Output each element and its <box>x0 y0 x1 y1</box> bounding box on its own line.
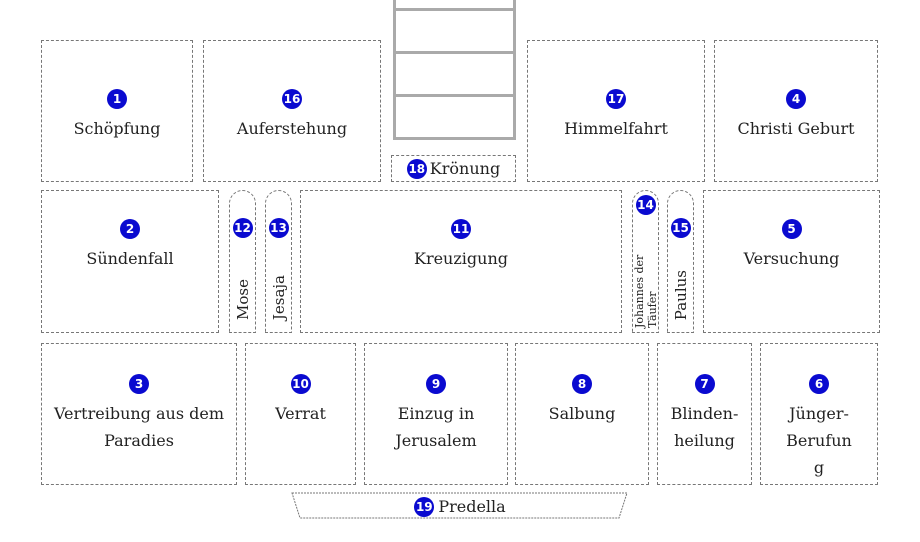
badge: 12 <box>232 218 253 238</box>
badge: 4 <box>786 89 806 109</box>
panel-label: Christi Geburt <box>737 119 855 138</box>
panel-label: Paulus <box>671 269 690 320</box>
panel-label: Versuchung <box>743 249 840 268</box>
panel-label: Blinden-heilung <box>670 404 739 450</box>
panel-label: Sündenfall <box>86 249 174 268</box>
badge: 15 <box>670 218 691 238</box>
badge: 17 <box>606 89 626 109</box>
badge: 13 <box>268 218 289 238</box>
panel-label: Vertreibung aus dem Paradies <box>53 404 225 450</box>
panel-label: Himmelfahrt <box>564 119 668 138</box>
panel-label: Salbung <box>548 404 616 423</box>
panel-label: Auferstehung <box>236 119 348 138</box>
panel-label: Kreuzigung <box>413 249 508 268</box>
badge: 6 <box>809 374 829 394</box>
badge: 16 <box>282 89 302 109</box>
badge: 9 <box>426 374 446 394</box>
badge: 18 <box>406 158 427 179</box>
panel-label: Jünger-Berufung <box>786 404 852 477</box>
predella-shape <box>291 492 628 519</box>
panel-label: Jesaja <box>269 274 288 320</box>
badge: 14 <box>635 195 656 215</box>
panel-label: Mose <box>233 279 252 320</box>
badge: 10 <box>290 374 311 394</box>
badge: 11 <box>451 219 471 239</box>
badge: 2 <box>120 219 140 239</box>
panel-label: Schöpfung <box>73 119 161 138</box>
panel-label: Krönung <box>429 159 501 178</box>
crown-stack <box>393 0 516 140</box>
badge: 1 <box>107 89 127 109</box>
panel-label: Johannes der Täufer <box>632 254 659 328</box>
panel-label: Einzug in Jerusalem <box>395 404 477 450</box>
badge: 3 <box>129 374 149 394</box>
badge: 5 <box>781 219 802 239</box>
badge: 8 <box>572 374 592 394</box>
panel-label: Predella <box>438 497 506 516</box>
badge: 19 <box>414 496 435 517</box>
badge: 7 <box>694 374 715 394</box>
panel-label: Verrat <box>275 404 326 423</box>
